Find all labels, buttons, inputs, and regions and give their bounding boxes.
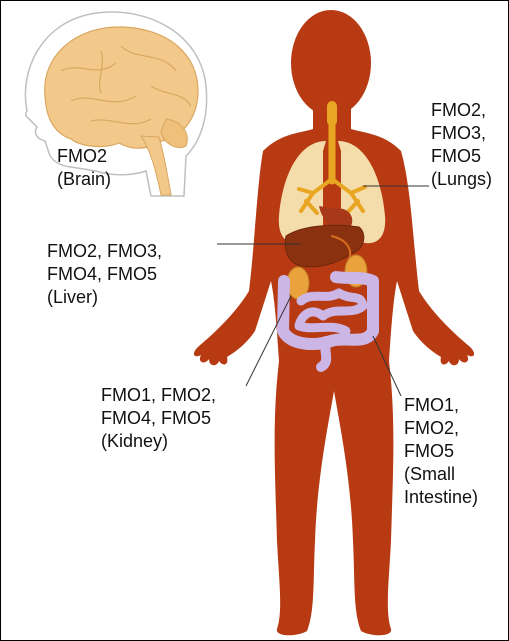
label-lungs-line: (Lungs) [431,168,492,191]
label-kidney: FMO1, FMO2, FMO4, FMO5 (Kidney) [101,384,216,453]
label-intestine-line: Intestine) [404,486,478,509]
body-silhouette [194,129,474,635]
label-kidney-line: FMO1, FMO2, [101,384,216,407]
label-kidney-line: (Kidney) [101,430,216,453]
label-brain-line: (Brain) [57,168,111,191]
label-brain-line: FMO2 [57,145,111,168]
label-liver-line: FMO2, FMO3, [47,240,162,263]
label-intestine-line: FMO1, [404,394,478,417]
label-brain: FMO2 (Brain) [57,145,111,191]
label-intestine-line: (Small [404,463,478,486]
label-small-intestine: FMO1, FMO2, FMO5 (Small Intestine) [404,394,478,509]
label-liver-line: (Liver) [47,286,162,309]
label-lungs-line: FMO5 [431,145,492,168]
label-lungs-line: FMO2, [431,99,492,122]
body-head [291,10,371,116]
label-intestine-line: FMO2, [404,417,478,440]
label-liver: FMO2, FMO3, FMO4, FMO5 (Liver) [47,240,162,309]
label-kidney-line: FMO4, FMO5 [101,407,216,430]
label-lungs-line: FMO3, [431,122,492,145]
head-profile-icon [25,12,206,196]
label-liver-line: FMO4, FMO5 [47,263,162,286]
label-intestine-line: FMO5 [404,440,478,463]
label-lungs: FMO2, FMO3, FMO5 (Lungs) [431,99,492,191]
